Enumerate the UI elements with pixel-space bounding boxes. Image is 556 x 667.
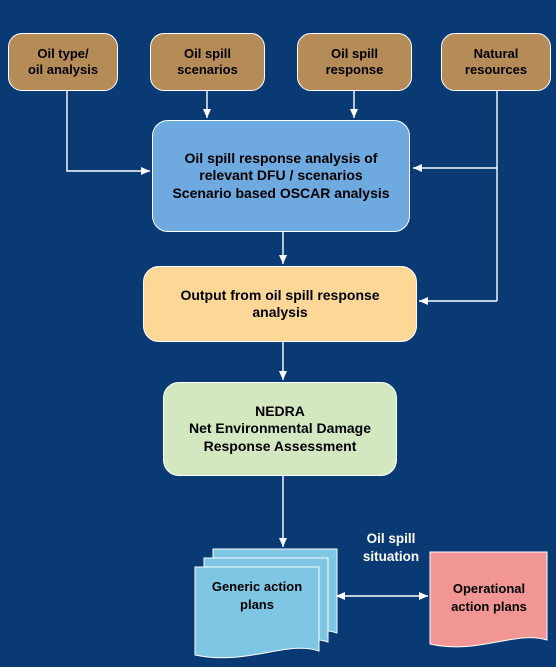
input-oil-spill-scenarios: Oil spill scenarios bbox=[150, 33, 265, 91]
analysis-output-label: Output from oil spill response analysis bbox=[180, 286, 380, 321]
input-scenarios-label: Oil spill scenarios bbox=[177, 45, 238, 77]
input-oil-spill-response: Oil spill response bbox=[297, 33, 412, 91]
generic-plans-label: Generic action plans bbox=[211, 579, 303, 612]
input-response-label: Oil spill response bbox=[325, 45, 384, 77]
response-analysis-box: Oil spill response analysis of relevant … bbox=[152, 120, 410, 232]
nedra-label: NEDRA Net Environmental Damage Response … bbox=[188, 402, 372, 454]
input-natural-resources: Natural resources bbox=[441, 33, 551, 91]
operational-plans-label: Operational action plans bbox=[451, 581, 527, 614]
doc-sheet-front bbox=[194, 566, 320, 659]
input-oil-type-label: Oil type/ oil analysis bbox=[27, 45, 99, 77]
arrow-oil-type-to-analysis bbox=[66, 91, 150, 175]
analysis-output-box: Output from oil spill response analysis bbox=[143, 266, 417, 342]
input-natural-resources-label: Natural resources bbox=[464, 45, 528, 77]
operational-plans-doc bbox=[429, 551, 548, 648]
oil-spill-situation-label: Oil spill situation bbox=[362, 531, 420, 565]
input-oil-type: Oil type/ oil analysis bbox=[8, 33, 118, 91]
nedra-box: NEDRA Net Environmental Damage Response … bbox=[163, 382, 397, 476]
generic-plans-doc-stack bbox=[194, 548, 338, 659]
response-analysis-label: Oil spill response analysis of relevant … bbox=[172, 149, 390, 201]
